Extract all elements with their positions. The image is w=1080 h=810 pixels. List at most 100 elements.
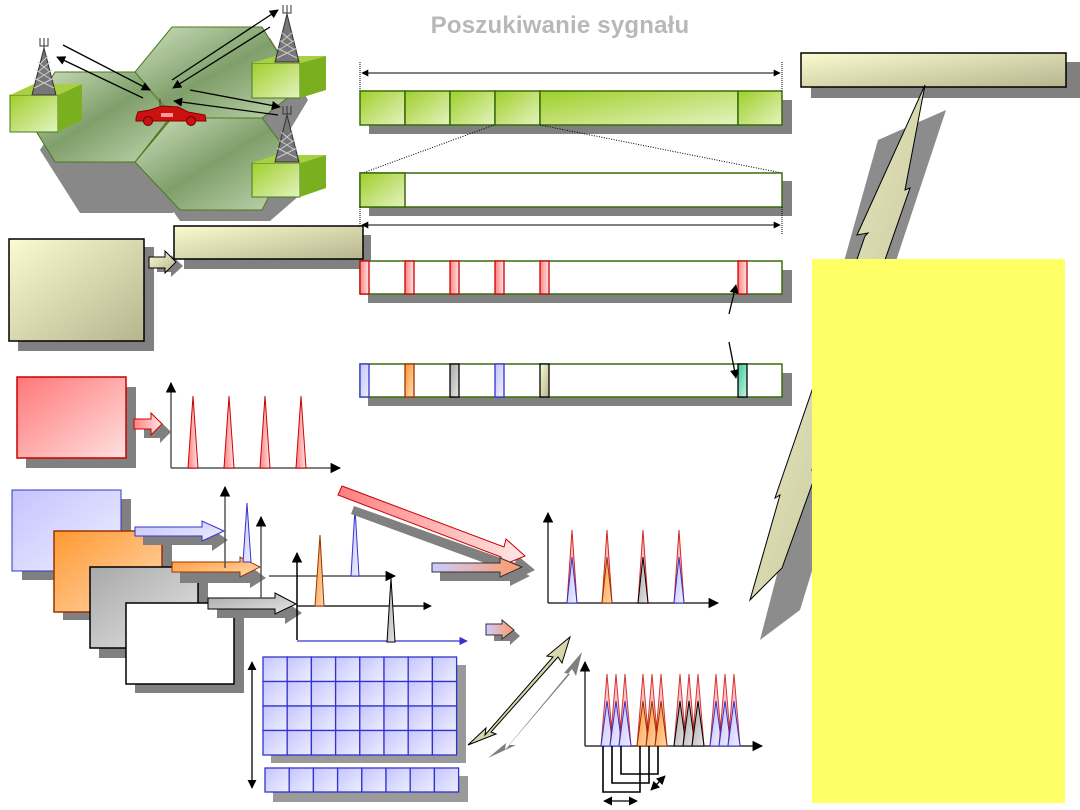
code-matrix <box>262 656 458 756</box>
matrix-cell <box>334 729 361 756</box>
arrow-shadow <box>351 506 535 580</box>
matrix-cell <box>431 680 458 707</box>
spectrum-single <box>187 395 307 469</box>
matrix-cell <box>286 729 313 756</box>
matrix-cell <box>383 729 409 756</box>
vector-cell <box>288 767 315 793</box>
vector-cell <box>361 767 387 793</box>
slot-bar-segment <box>359 172 406 208</box>
matrix-cell <box>310 705 337 732</box>
pulse-marker-red <box>404 260 415 295</box>
base-station-bottom-right <box>251 106 326 198</box>
code-layers <box>11 489 244 693</box>
arrow-shadow <box>440 566 530 586</box>
spectrum-peak-orange <box>654 700 668 747</box>
spectrum-peak-red <box>187 395 199 469</box>
pulse-marker-red <box>359 260 370 295</box>
matrix-cell <box>286 705 313 732</box>
matrix-cell <box>431 705 458 732</box>
radio-links <box>56 9 281 116</box>
match-arrow-up <box>728 284 739 315</box>
result-box <box>800 52 1067 88</box>
matrix-cell <box>407 729 434 756</box>
spectrum-peak-gray <box>673 700 687 747</box>
bracket <box>602 746 641 793</box>
arrow-right-icon <box>133 411 163 437</box>
matrix-cell <box>334 705 361 732</box>
tower-icon <box>31 38 57 96</box>
matrix-cell <box>262 729 288 756</box>
matrix-cell <box>359 705 385 732</box>
link-arrow <box>56 56 144 99</box>
link-arrow <box>62 44 151 91</box>
match-arrow-down <box>728 341 739 379</box>
spectrum-peak-red <box>259 395 271 469</box>
spectrum-expanded <box>600 673 741 747</box>
pulse-marker-red <box>494 260 505 295</box>
spectrum-peak-blue <box>727 700 741 747</box>
red-source-block <box>16 376 127 459</box>
matrix-cell <box>431 656 458 683</box>
matrix-cell <box>262 680 288 707</box>
matrix-cell <box>310 680 337 707</box>
source-block <box>8 238 145 342</box>
link-arrow <box>173 97 279 116</box>
arrow-shadow <box>143 529 228 551</box>
bracket <box>620 746 659 775</box>
pulse-markers-red <box>359 260 748 295</box>
bracket <box>611 746 650 784</box>
peak-gray <box>386 577 396 643</box>
spectrum-peak-blue <box>709 700 723 747</box>
vector-cell <box>336 767 363 793</box>
pulse-bar-red <box>359 260 783 295</box>
pulse-bar-mixed <box>359 363 783 398</box>
spectrum-peak-red <box>223 395 235 469</box>
spectrum-peak-gray <box>682 700 696 747</box>
spectrum-peak-orange <box>636 700 650 747</box>
link-arrow <box>172 26 271 89</box>
matrix-cell <box>334 680 361 707</box>
label-box <box>173 225 364 260</box>
spectrum-peak-orange <box>645 700 659 747</box>
spectrum-peak-blue <box>718 700 732 747</box>
pulse-marker-red <box>737 260 748 295</box>
spectrum-peak-orange <box>601 556 613 604</box>
page-title: Poszukiwanie sygnału <box>430 12 690 39</box>
frame-structure <box>359 62 792 234</box>
matrix-cell <box>359 656 385 683</box>
matrix-cell <box>383 705 409 732</box>
slot-bar <box>359 172 783 208</box>
matrix-cell <box>407 705 434 732</box>
vector-cell <box>409 767 436 793</box>
frame-segment <box>449 90 496 126</box>
arrow-shadow <box>488 652 582 758</box>
spectrum-peak-gray <box>637 556 649 604</box>
frame-segment <box>494 90 541 126</box>
spectrum-peak-blue <box>609 700 623 747</box>
peak-orange <box>314 534 325 607</box>
vector-cell <box>312 767 339 793</box>
delay-brackets <box>602 746 659 793</box>
base-station-top-right <box>251 5 326 99</box>
pulse-marker-red <box>449 260 460 295</box>
matrix-cell <box>310 656 337 683</box>
code-layer-white <box>125 602 235 685</box>
pulse-marker-gray <box>449 363 460 398</box>
frame-segment <box>737 90 783 126</box>
arrow-shadow <box>494 627 520 645</box>
double-arrow-icon <box>467 635 571 746</box>
matrix-cell <box>334 656 361 683</box>
tower-icon <box>274 106 300 163</box>
layer-peaks <box>242 502 396 643</box>
cell-map <box>9 5 326 221</box>
pulse-marker-teal <box>737 363 748 398</box>
pulse-marker-blue <box>494 363 505 398</box>
matrix-cell <box>310 729 337 756</box>
pulse-marker-red <box>539 260 550 295</box>
peak-blue <box>350 507 360 577</box>
zoom-guide <box>539 124 783 174</box>
frame-segment <box>404 90 451 126</box>
matrix-cell <box>286 656 313 683</box>
code-vector <box>264 767 460 793</box>
